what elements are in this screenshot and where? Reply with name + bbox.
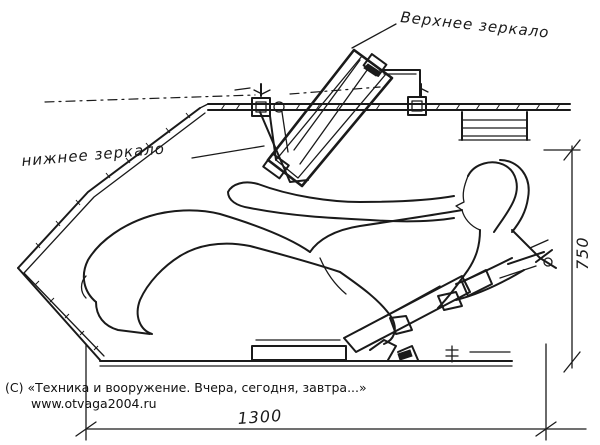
upper-mirror-leader xyxy=(351,23,397,49)
roof-bracket xyxy=(458,111,531,141)
upper-mirror-head xyxy=(362,53,388,77)
roof-hatching xyxy=(220,103,561,111)
length-dimension-label: 1300 xyxy=(237,406,283,428)
height-dimension-label: 750 xyxy=(573,236,592,270)
upper-mirror-label: Верхнее зеркало xyxy=(400,8,551,42)
lower-mirror-label: нижнее зеркало xyxy=(21,140,166,170)
upper-front-plate xyxy=(17,107,206,274)
seat-assembly xyxy=(251,229,557,363)
length-dimension: 1300 xyxy=(75,343,587,441)
upper-left-mount xyxy=(251,83,285,117)
credit-line-2: www.otvaga2004.ru xyxy=(31,396,157,411)
height-dimension: 750 xyxy=(543,139,592,373)
sight-line xyxy=(44,86,381,103)
hull-roof xyxy=(199,103,571,111)
credit-line-1: (С) «Техника и вооружение. Вчера, сегодн… xyxy=(5,380,367,395)
prism-body xyxy=(266,48,394,188)
periscope xyxy=(251,48,429,188)
driver-figure xyxy=(80,159,530,345)
hull-floor xyxy=(99,360,513,367)
lower-front-plate xyxy=(17,267,105,361)
lower-mirror-leader xyxy=(191,145,265,159)
source-credit: (С) «Техника и вооружение. Вчера, сегодн… xyxy=(5,380,367,412)
